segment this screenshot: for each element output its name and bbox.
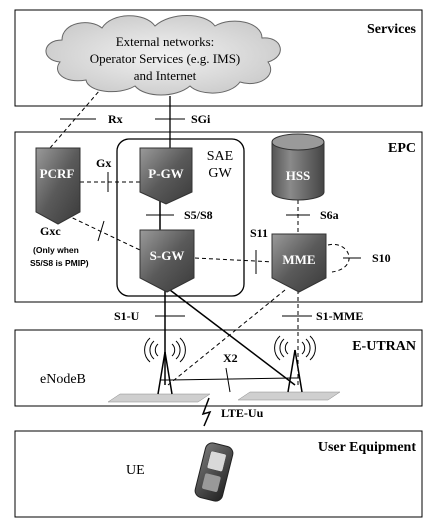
lteuu-lightning-icon: [201, 397, 212, 427]
services-section-label: Services: [367, 22, 417, 37]
x2-link: [169, 377, 293, 381]
sae-gw-label-line2: GW: [208, 166, 232, 181]
s1u-link-right: [169, 289, 296, 386]
enodeb-tower-left-icon: [107, 337, 211, 403]
mme-label: MME: [282, 252, 315, 267]
gxc-label: Gxc: [40, 224, 61, 238]
x2-label: X2: [223, 351, 238, 365]
ue-section-label: User Equipment: [318, 440, 416, 455]
mobile-phone-icon: [194, 442, 234, 502]
ue-section: [14, 430, 423, 518]
rx-label: Rx: [108, 112, 123, 126]
gxc-note-line1: (Only when: [33, 245, 79, 255]
gxc-tick: [97, 220, 105, 242]
pgw-label: P-GW: [148, 166, 183, 181]
s6a-label: S6a: [320, 208, 339, 222]
enodeb-label: eNodeB: [40, 372, 86, 387]
hss-label: HSS: [286, 168, 311, 183]
mme-node: [271, 233, 327, 293]
cloud-text-line3: and Internet: [134, 68, 197, 83]
pcrf-label: PCRF: [40, 166, 75, 181]
s10-label: S10: [372, 251, 391, 265]
eutran-section: [14, 329, 423, 407]
cloud-text-line1: External networks:: [116, 34, 215, 49]
sae-gw-label-line1: SAE: [207, 149, 233, 164]
sae-gw-box: [116, 138, 245, 297]
external-networks-cloud: [45, 15, 281, 96]
gxc-link: [59, 211, 141, 251]
pgw-node: [139, 147, 193, 205]
lteuu-label: LTE-Uu: [221, 406, 264, 420]
s11-label: S11: [250, 226, 268, 240]
hss-node: [271, 133, 325, 201]
gx-label: Gx: [96, 156, 111, 170]
epc-section-label: EPC: [388, 141, 416, 156]
epc-section: [14, 131, 423, 303]
ue-label: UE: [126, 463, 145, 478]
enodeb-tower-right-icon: [237, 335, 341, 401]
sgw-node: [139, 229, 195, 293]
s10-loop: [327, 243, 350, 273]
gxc-note-line2: S5/S8 is PMIP): [30, 258, 89, 268]
sgw-label: S-GW: [150, 248, 185, 263]
s11-link: [194, 257, 276, 263]
sgi-label: SGi: [191, 112, 211, 126]
pcrf-node: [35, 147, 81, 225]
cloud-text-line2: Operator Services (e.g. IMS): [90, 51, 241, 66]
eutran-section-label: E-UTRAN: [352, 339, 416, 354]
s1u-label: S1-U: [114, 309, 140, 323]
s5s8-label: S5/S8: [184, 208, 213, 222]
x2-tick: [225, 367, 231, 393]
s1mme-label: S1-MME: [316, 309, 363, 323]
services-section: [14, 9, 423, 107]
